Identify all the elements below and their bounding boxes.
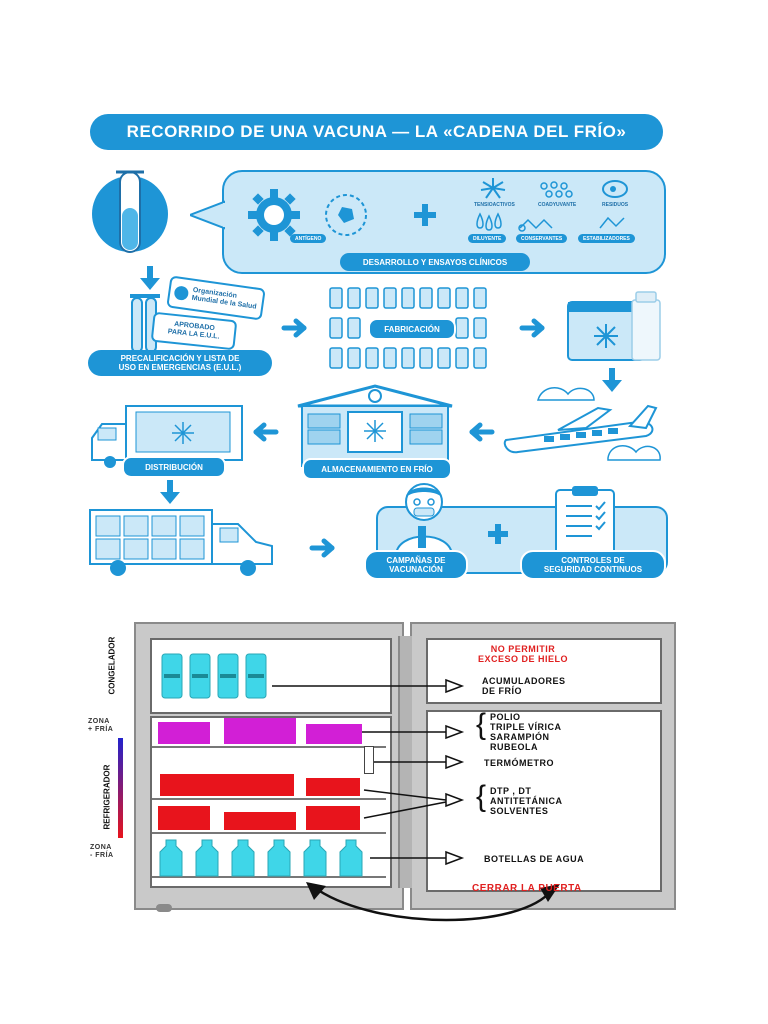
speech-pointer xyxy=(190,200,230,230)
doctor-icon xyxy=(394,483,454,556)
arrow-right-icon xyxy=(519,318,545,338)
vaccine-box-magenta xyxy=(158,722,210,744)
distribution-label: DISTRIBUCIÓN xyxy=(122,456,226,478)
cold-storage-warehouse-icon xyxy=(297,384,453,467)
who-badge-text: Organización Mundial de la Salud xyxy=(191,286,257,311)
preservative-icon xyxy=(518,218,553,232)
manufacturing-label: FABRICACIÓN xyxy=(368,318,456,340)
arrow-right-icon xyxy=(281,318,307,338)
shelf xyxy=(152,832,386,834)
component-label-1: TENSIOACTIVOS xyxy=(474,202,515,208)
vaccine-box-red xyxy=(158,806,210,830)
adjuvant-icon xyxy=(540,181,573,198)
campaigns-label: CAMPAÑAS DE VACUNACIÓN xyxy=(364,550,468,580)
door-upper-panel xyxy=(426,638,662,704)
development-stage-label: DESARROLLO Y ENSAYOS CLÍNICOS xyxy=(340,253,530,271)
arrow-down-icon xyxy=(602,368,622,392)
test-tube-icon xyxy=(92,170,168,253)
arrow-down-icon xyxy=(140,266,160,290)
thermometer-label: TERMÓMETRO xyxy=(484,758,554,768)
manufacturing-vials xyxy=(329,287,487,369)
antigen-label: ANTÍGENO xyxy=(290,234,327,243)
temperature-gradient-bar xyxy=(118,738,123,838)
surfactant-icon xyxy=(480,178,506,199)
thermometer-icon xyxy=(364,746,374,774)
zone-top-label: ZONA + FRÍA xyxy=(88,718,114,733)
vaccine-box-red xyxy=(306,806,360,830)
shelf xyxy=(152,746,386,748)
brace: { xyxy=(476,708,487,741)
accumulators-label: ACUMULADORES DE FRÍO xyxy=(482,676,566,696)
cooler-box-icon xyxy=(567,291,661,361)
antigen-icon xyxy=(248,189,300,241)
arrow-left-icon xyxy=(253,422,279,442)
stabilizer-icon xyxy=(599,216,625,229)
vaccine-box-magenta xyxy=(306,724,362,744)
vaccine-box-magenta xyxy=(224,718,296,744)
arrow-left-icon xyxy=(469,422,495,442)
fridge-diagram: CONGELADOR REFRIGERADOR ZONA + FRÍA ZONA… xyxy=(0,600,768,1024)
vaccines-top-label: POLIO TRIPLE VÍRICA SARAMPIÓN RUBEOLA xyxy=(490,712,562,752)
plus-icon xyxy=(488,524,508,544)
vaccines-mid-label: DTP , DT ANTITETÁNICA SOLVENTES xyxy=(490,786,563,816)
close-door-label: CERRAR LA PUERTA xyxy=(472,883,582,894)
water-bottles-label: BOTELLAS DE AGUA xyxy=(484,854,585,864)
delivery-truck-icon xyxy=(89,509,273,576)
plus-icon xyxy=(414,204,436,226)
component-label-3: RESIDUOS xyxy=(602,202,629,208)
component-label-2: COADYUVANTE xyxy=(538,202,577,208)
globe-icon xyxy=(173,285,190,302)
cold-chain-infographic: RECORRIDO DE UNA VACUNA — LA «CADENA DEL… xyxy=(88,114,668,580)
prequalification-label: PRECALIFICACIÓN Y LISTA DE USO EN EMERGE… xyxy=(88,350,272,376)
pointer-arrows xyxy=(272,678,560,922)
brace: { xyxy=(476,780,487,813)
vaccine-box-red xyxy=(160,774,294,796)
fridge-foot xyxy=(156,904,172,912)
vaccine-box-red xyxy=(224,812,296,830)
water-bottles xyxy=(159,839,363,877)
vaccine-box-red xyxy=(306,778,360,796)
zone-bottom-label: ZONA - FRÍA xyxy=(90,844,114,859)
distribution-truck-icon xyxy=(91,405,243,468)
antigen-outline-icon xyxy=(325,194,367,236)
shelf xyxy=(152,876,386,878)
shelf xyxy=(152,798,386,800)
component-label-4: DILUYENTE xyxy=(468,234,507,243)
page-title: RECORRIDO DE UNA VACUNA — LA «CADENA DEL… xyxy=(90,114,663,150)
controls-label: CONTROLES DE SEGURIDAD CONTINUOS xyxy=(520,550,666,580)
arrow-down-icon xyxy=(160,480,180,504)
no-ice-warning: NO PERMITIR EXCESO DE HIELO xyxy=(478,644,569,664)
storage-label: ALMACENAMIENTO EN FRÍO xyxy=(302,458,452,480)
component-label-5: CONSERVANTES xyxy=(516,234,568,243)
diluent-icon xyxy=(476,212,502,231)
arrow-right-icon xyxy=(309,538,335,558)
residue-icon xyxy=(602,180,628,198)
cold-packs xyxy=(161,653,267,699)
airplane-icon xyxy=(503,387,661,461)
component-label-6: ESTABILIZADORES xyxy=(578,234,635,243)
checklist-clipboard-icon xyxy=(555,486,615,555)
